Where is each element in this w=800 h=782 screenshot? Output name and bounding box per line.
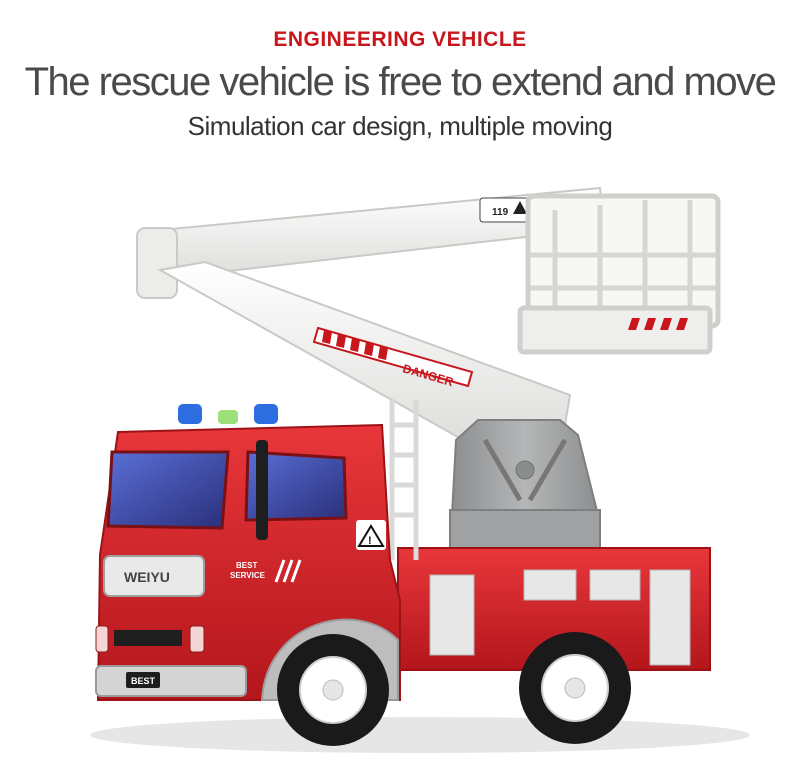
front-bumper [95,665,247,697]
door-label-service: SERVICE [230,571,266,580]
headlight-left [95,625,109,653]
category-tag: ENGINEERING VEHICLE [273,28,527,51]
rescue-basket [517,193,721,355]
boom-pivot-base [449,419,601,553]
door-label-best: BEST [236,561,257,570]
windshield [106,450,230,530]
front-wheel [277,634,389,746]
grille [103,555,205,597]
roof-light-blue-2 [254,404,278,424]
lower-boom: DANGER [157,260,572,456]
side-ladder [389,400,419,560]
upper-boom: 119 [136,186,606,299]
grille-badge: WEIYU [124,569,170,585]
license-plate-text: BEST [131,676,156,686]
rear-body [397,547,711,671]
roof-light-green [218,410,238,424]
headline: The rescue vehicle is free to extend and… [24,60,777,104]
svg-text:!: ! [368,535,372,547]
warning-sign: ! [356,520,386,550]
ground-shadow [90,717,750,753]
side-window [244,450,348,522]
license-plate [126,672,160,688]
rear-wheel [519,632,631,744]
side-mirror [256,440,268,540]
subheadline: Simulation car design, multiple moving [187,111,613,141]
headlight-right [189,625,205,653]
fire-truck-image: 119 DANGER [90,186,750,753]
roof-light-blue-1 [178,404,202,424]
boom-number: 119 [492,207,509,218]
